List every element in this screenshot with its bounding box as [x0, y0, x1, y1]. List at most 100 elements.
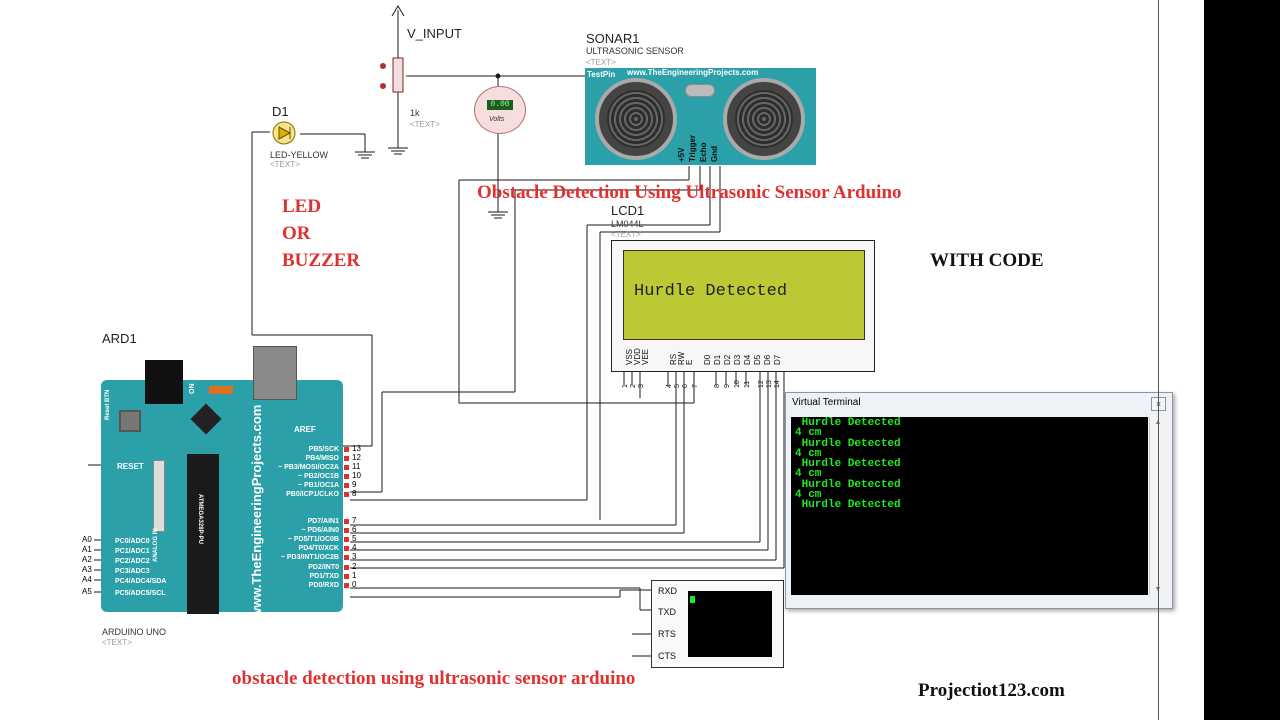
lcd-pin-number: 3: [638, 384, 645, 388]
resistor-text: <TEXT>: [410, 120, 440, 129]
digital-pin-marker: [344, 528, 349, 533]
lcd-pin-label: D5: [753, 354, 762, 365]
digital-pin-label: ~ PB2/OC1B: [297, 473, 339, 480]
digital-pin-marker: [344, 456, 349, 461]
digital-pin-marker: [344, 537, 349, 542]
digital-pin-marker: [344, 483, 349, 488]
analog-pin-name: A2: [82, 555, 92, 564]
arduino-board[interactable]: Reset BTN ON ATMEGA328P-PU ANALOG IN www…: [101, 346, 343, 618]
terminal-line: 4 cm: [795, 427, 822, 440]
lcd-screen: Hurdle Detected: [623, 250, 865, 340]
analog-pin-name: A0: [82, 535, 92, 544]
lcd-pin-label: D6: [763, 354, 772, 365]
lcd-pin-number: 4: [666, 384, 673, 388]
lcd-pin-number: 9: [724, 384, 731, 388]
slide-switch: [153, 460, 165, 532]
pin-txd: TXD: [658, 607, 676, 617]
divider-line: [1158, 0, 1159, 720]
analog-pin-label: PC1/ADC1: [115, 548, 150, 555]
analog-pin-label: PC3/ADC3: [115, 568, 150, 575]
sonar-crystal: [685, 84, 715, 97]
digital-pin-number: 11: [352, 462, 361, 471]
right-border: [1204, 0, 1280, 720]
terminal-line: Hurdle Detected: [795, 437, 901, 450]
reset-button[interactable]: [119, 410, 141, 432]
power-led: [209, 386, 233, 394]
digital-pin-label: PB5/SCK: [308, 446, 339, 453]
digital-pin-marker: [344, 546, 349, 551]
analog-pin-label: PC5/ADC5/SCL: [115, 590, 166, 597]
analog-pin-label: PC4/ADC4/SDA: [115, 578, 167, 585]
lcd-pin-number: 10: [734, 380, 741, 388]
lcd-pin-label: D2: [723, 354, 732, 365]
digital-pin-marker: [344, 555, 349, 560]
sonar-text: <TEXT>: [586, 58, 616, 67]
pin-cts: CTS: [658, 651, 676, 661]
terminal-line: 4 cm: [795, 447, 822, 460]
resistor-value: 1k: [410, 108, 420, 118]
led-or-buzzer-line-1: LED: [282, 196, 322, 217]
lcd-pin-number: 6: [682, 384, 689, 388]
digital-pin-label: ~ PD3/INT1/OC2B: [280, 554, 339, 561]
digital-pin-number: 9: [352, 480, 357, 489]
terminal-line: Hurdle Detected: [795, 478, 901, 491]
serial-terminal-screen: [688, 591, 772, 657]
lcd-pin-label: VEE: [641, 348, 650, 365]
lcd-pin-number: 2: [630, 384, 637, 388]
analog-in-label: ANALOG IN: [153, 528, 159, 562]
sonar-pin-echo: Echo: [699, 142, 708, 162]
title-overlay: Obstacle Detection Using Ultrasonic Sens…: [477, 182, 902, 203]
virtual-terminal-title: Virtual Terminal: [792, 397, 861, 408]
aref-label: AREF: [294, 425, 316, 434]
atmega-chip: ATMEGA328P-PU: [187, 454, 219, 614]
led-or-buzzer-line-3: BUZZER: [282, 250, 361, 271]
reset-label: RESET: [117, 462, 144, 471]
sonar-transmitter: [595, 78, 677, 160]
lcd-pin-label: D0: [703, 354, 712, 365]
lcd-pin-number: 8: [714, 384, 721, 388]
digital-pin-marker: [344, 474, 349, 479]
digital-pin-label: PB0/ICP1/CLKO: [286, 491, 339, 498]
lcd-pin-number: 14: [774, 380, 781, 388]
digital-pin-label: PD7/AIN1: [307, 518, 339, 525]
analog-pin-name: A1: [82, 545, 92, 554]
reset-btn-label: Reset BTN: [105, 389, 111, 420]
analog-pin-label: PC2/ADC2: [115, 558, 150, 565]
digital-pin-number: 4: [352, 543, 357, 552]
watermark: Projectiot123.com: [918, 680, 1065, 701]
digital-pin-marker: [344, 492, 349, 497]
analog-pin-name: A5: [82, 587, 92, 596]
lcd-pin-label: D3: [733, 354, 742, 365]
voltmeter-unit: Volts: [489, 116, 505, 123]
bottom-caption: obstacle detection using ultrasonic sens…: [232, 668, 636, 689]
lcd-pin-label: D1: [713, 354, 722, 365]
digital-pin-number: 1: [352, 571, 357, 580]
lcd-ref: LCD1: [611, 203, 645, 218]
lcd-pin-number: 11: [744, 380, 751, 388]
digital-pin-number: 6: [352, 525, 357, 534]
serial-terminal[interactable]: RXD TXD RTS CTS: [651, 580, 784, 668]
led-name: LED-YELLOW: [270, 150, 329, 160]
digital-pin-label: PD2/INT0: [308, 564, 339, 571]
sonar-testpin: TestPin: [587, 70, 616, 79]
arduino-ref: ARD1: [102, 331, 137, 346]
digital-pin-number: 3: [352, 552, 357, 561]
ultrasonic-sensor[interactable]: TestPin www.TheEngineeringProjects.com +…: [585, 68, 816, 165]
lcd-pin-number: 13: [766, 380, 773, 388]
digital-pin-label: PD4/T0/XCK: [298, 545, 339, 552]
led-ref: D1: [272, 104, 289, 119]
terminal-line: Hurdle Detected: [795, 499, 901, 512]
usb-chip: [190, 403, 222, 435]
chip-label: ATMEGA328P-PU: [197, 494, 203, 544]
analog-pin-name: A4: [82, 575, 92, 584]
voltmeter: 0.00 Volts: [474, 86, 526, 134]
digital-pin-number: 13: [352, 444, 361, 453]
digital-pin-marker: [344, 519, 349, 524]
lcd-text-placeholder: <TEXT>: [611, 230, 641, 239]
lcd-pin-number: 7: [692, 384, 699, 388]
cursor-icon: [690, 596, 695, 603]
